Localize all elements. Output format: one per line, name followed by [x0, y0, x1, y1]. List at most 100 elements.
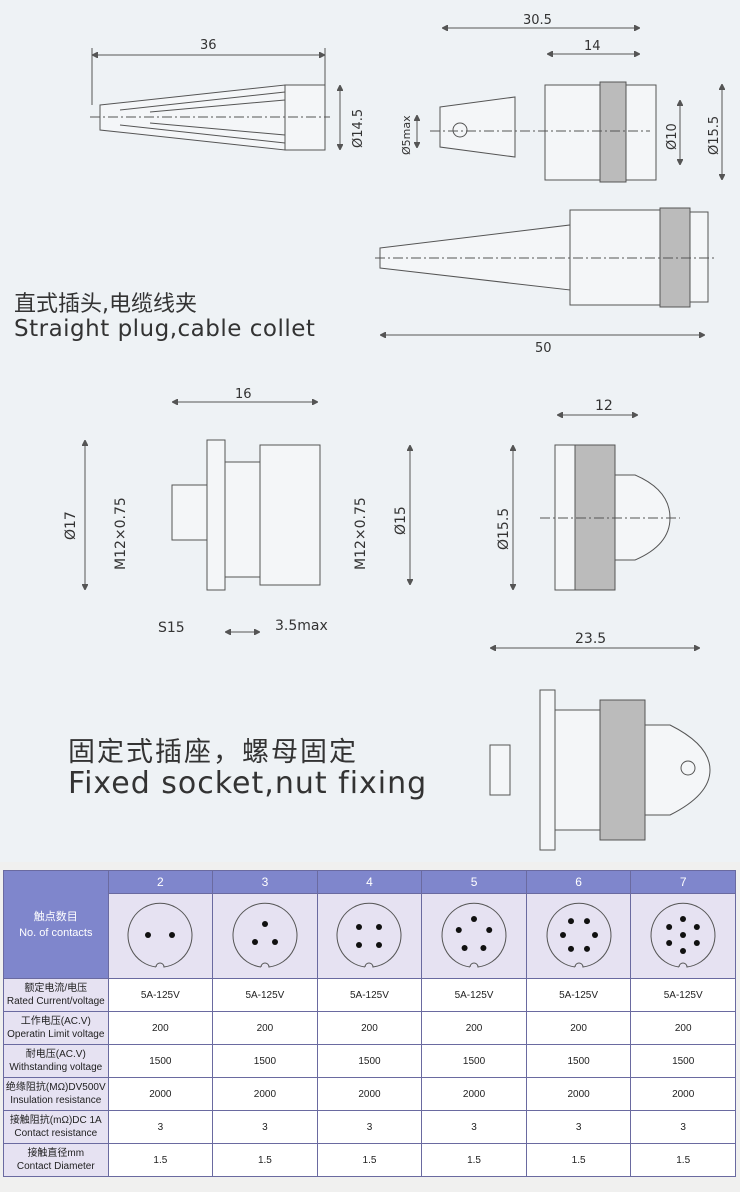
cell-value: 200 [316, 1011, 423, 1045]
plug-title-cn: 直式插头,电缆线夹 [14, 292, 197, 317]
row-label-cn: 额定电流/电压 [24, 983, 88, 994]
contact-count: 5 [421, 870, 527, 894]
cell-value: 2000 [525, 1077, 632, 1111]
contact-layout [212, 893, 318, 979]
contact-pin [486, 926, 493, 933]
row-label: 耐电压(AC.V)Withstanding voltage [3, 1044, 109, 1078]
cell-value: 5A-125V [525, 978, 632, 1012]
fixed-socket-drawing: 16 Ø17 M12×0.75 M12×0.75 Ø15 S15 3.5max [63, 387, 410, 636]
contact-pin [356, 923, 363, 930]
row-label-cn: 接触直径mm [27, 1148, 85, 1159]
row-label-en: Operatin Limit voltage [7, 1029, 105, 1040]
contact-pin [583, 945, 590, 952]
contact-pin [559, 931, 566, 938]
cell-value: 2000 [316, 1077, 423, 1111]
dim-36: 36 [200, 38, 217, 53]
cell-value: 1500 [630, 1044, 736, 1078]
plug-head-drawing: 12 Ø15.5 [496, 398, 680, 591]
contact-layout-icon [441, 902, 507, 968]
contact-pin [455, 926, 462, 933]
cell-value: 2000 [421, 1077, 527, 1111]
cell-value: 200 [421, 1011, 527, 1045]
cell-value: 3 [316, 1110, 423, 1144]
contact-pin [261, 920, 268, 927]
contact-pin [480, 944, 487, 951]
dim-dia-15-5: Ø15.5 [707, 116, 722, 155]
contact-layout-icon [127, 902, 193, 968]
contact-pin [376, 941, 383, 948]
contact-layout-icon [546, 902, 612, 968]
contact-pin [694, 923, 701, 930]
cell-value: 3 [107, 1110, 214, 1144]
contact-pin [145, 931, 152, 938]
cell-value: 1500 [212, 1044, 318, 1078]
socket-title-en: Fixed socket,nut fixing [68, 766, 428, 801]
header-cn: 触点数目 [33, 910, 78, 923]
contact-layout-icon [232, 902, 298, 968]
dim-30-5: 30.5 [523, 13, 552, 28]
cell-value: 2000 [630, 1077, 736, 1111]
contact-pin [567, 917, 574, 924]
contact-pin [471, 915, 478, 922]
contact-pin [680, 915, 687, 922]
dim-dia-10: Ø10 [665, 123, 680, 150]
contact-count: 4 [316, 870, 423, 894]
dim-3-5max: 3.5max [275, 618, 328, 634]
cell-value: 3 [212, 1110, 318, 1144]
cell-value: 200 [630, 1011, 736, 1045]
cell-value: 3 [525, 1110, 632, 1144]
contact-count: 7 [630, 870, 736, 894]
cell-value: 1.5 [107, 1143, 214, 1177]
dim-dia-14-5: Ø14.5 [351, 109, 366, 148]
socket-title-cn: 固定式插座，螺母固定 [68, 737, 358, 768]
cell-value: 2000 [107, 1077, 214, 1111]
contact-pin [271, 938, 278, 945]
cell-value: 3 [421, 1110, 527, 1144]
contact-count: 2 [107, 870, 214, 894]
cell-value: 5A-125V [630, 978, 736, 1012]
contact-pin [666, 939, 673, 946]
dim-thread-right: M12×0.75 [353, 497, 369, 570]
cell-value: 1.5 [316, 1143, 423, 1177]
contact-layout-icon [650, 902, 716, 968]
assembled-socket-drawing: 23.5 [489, 631, 711, 851]
contact-count: 3 [212, 870, 318, 894]
dim-s15: S15 [158, 620, 185, 636]
plug-title-en: Straight plug,cable collet [14, 316, 316, 342]
cell-value: 200 [212, 1011, 318, 1045]
contacts-header: 触点数目 No. of contacts [3, 870, 109, 979]
contact-layout [107, 893, 214, 979]
row-label-cn: 工作电压(AC.V) [20, 1016, 91, 1027]
header-en: No. of contacts [19, 926, 93, 939]
contact-layout [316, 893, 423, 979]
contact-layout [630, 893, 736, 979]
contact-pin [583, 917, 590, 924]
cell-value: 5A-125V [107, 978, 214, 1012]
cell-value: 2000 [212, 1077, 318, 1111]
contact-pin [376, 923, 383, 930]
cell-value: 5A-125V [212, 978, 318, 1012]
dim-dia-15: Ø15 [393, 506, 409, 535]
row-label: 工作电压(AC.V) Operatin Limit voltage [3, 1011, 109, 1045]
row-label-en: Withstanding voltage [9, 1062, 103, 1073]
dim-50: 50 [535, 341, 552, 356]
cell-value: 5A-125V [316, 978, 423, 1012]
contact-layout [525, 893, 632, 979]
row-label-en: Insulation resistance [10, 1095, 102, 1106]
dim-dia-5max: Ø5max [400, 115, 413, 155]
row-label-cn: 绝缘阻抗(MΩ)DV500V [5, 1082, 106, 1093]
dim-thread-left: M12×0.75 [113, 497, 129, 570]
row-label: 绝缘阻抗(MΩ)DV500V Insulation resistance [3, 1077, 109, 1111]
cell-value: 1500 [421, 1044, 527, 1078]
straight-plug-drawing: 30.5 14 Ø5max Ø10 Ø15.5 [400, 13, 722, 183]
dim-16: 16 [235, 387, 252, 402]
dim-14: 14 [584, 39, 601, 54]
contact-pin [356, 941, 363, 948]
